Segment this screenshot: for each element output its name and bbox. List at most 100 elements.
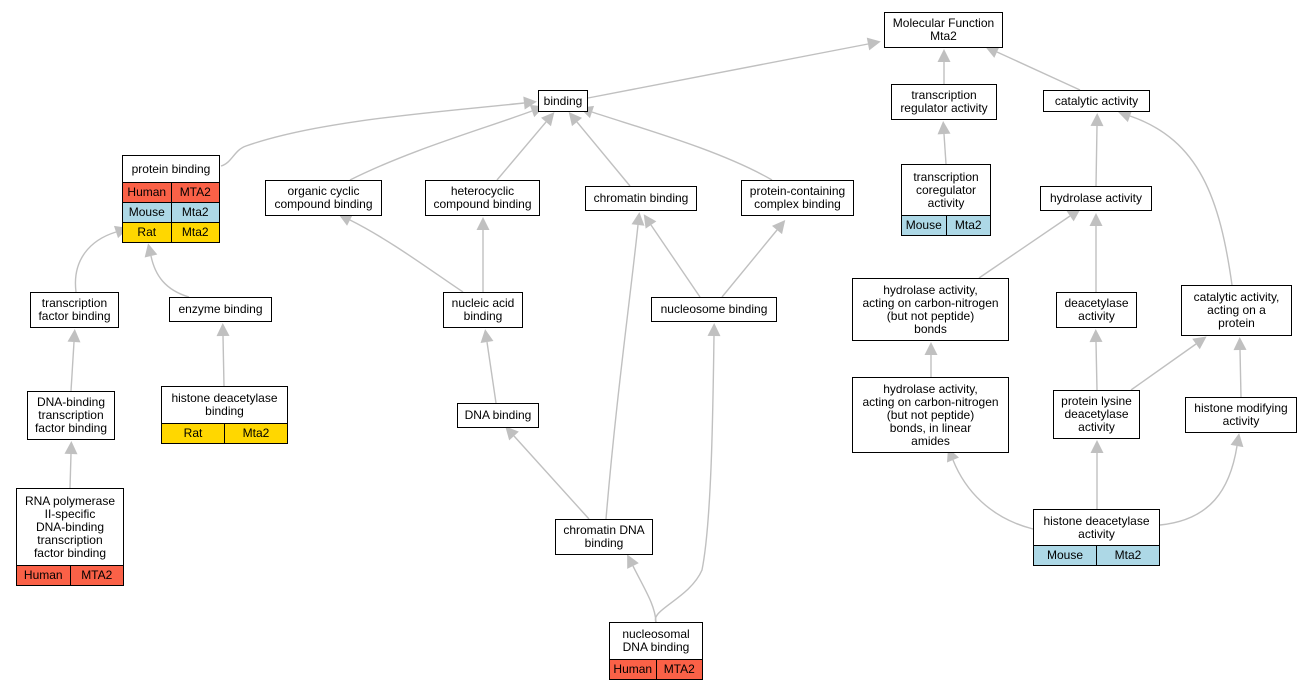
edge-organic-cyclic-compound-binding-to-binding [349, 110, 533, 181]
node-rna-pol-ii-tf-binding[interactable]: RNA polymerase II-specific DNA-binding t… [16, 488, 124, 586]
node-label: catalytic activity, acting on a protein [1193, 290, 1280, 330]
edge-chromatin-binding-to-binding-arrowhead [568, 111, 583, 127]
node-protein-lysine-deacetylase[interactable]: protein lysine deacetylase activity [1053, 390, 1140, 439]
node-label: histone deacetylase activity [1043, 513, 1150, 541]
node-deacetylase-activity[interactable]: deacetylase activity [1056, 292, 1137, 328]
node-protein-containing-complex-binding[interactable]: protein-containing complex binding [741, 180, 854, 216]
species-cell: Mouse [1046, 548, 1084, 562]
edge-binding-to-molecular-function-arrowhead [866, 37, 881, 51]
edge-enzyme-binding-to-protein-binding [150, 255, 190, 298]
node-hydrolase-cn-linear[interactable]: hydrolase activity, acting on carbon-nit… [852, 377, 1009, 453]
node-label: hydrolase activity, acting on carbon-nit… [862, 381, 999, 448]
edge-histone-deacetylase-binding-to-enzyme-binding [222, 335, 225, 387]
edge-dna-binding-to-nucleic-acid-binding-arrowhead [480, 329, 494, 343]
node-label: nucleosome binding [660, 302, 768, 316]
edge-protein-lysine-deacetylase-to-deacetylase-activity [1095, 341, 1098, 391]
node-label: Molecular Function Mta2 [892, 16, 995, 43]
gene-cell: Mta2 [170, 203, 220, 222]
node-label: hydrolase activity [1049, 191, 1143, 205]
gene-cell: Mta2 [170, 223, 220, 242]
gene-cell: MTA2 [655, 660, 703, 679]
node-label: nucleic acid binding [451, 296, 515, 323]
edge-hydrolase-activity-to-catalytic-activity [1095, 125, 1098, 187]
edge-enzyme-binding-to-protein-binding-arrowhead [144, 243, 158, 258]
edge-histone-deacetylase-binding-to-enzyme-binding-arrowhead [216, 323, 230, 337]
node-dna-binding[interactable]: DNA binding [457, 403, 539, 428]
edge-chromatin-dna-binding-to-chromatin-binding [605, 224, 639, 520]
edge-nucleosome-binding-to-protein-containing-complex-binding-arrowhead [771, 219, 786, 235]
node-nucleosome-binding[interactable]: nucleosome binding [651, 297, 777, 322]
edge-nucleosomal-dna-binding-to-chromatin-dna-binding-arrowhead [627, 554, 639, 569]
node-hydrolase-cn[interactable]: hydrolase activity, acting on carbon-nit… [852, 278, 1009, 341]
node-histone-modifying-activity[interactable]: histone modifying activity [1185, 397, 1297, 433]
node-catalytic-on-protein[interactable]: catalytic activity, acting on a protein [1181, 285, 1292, 336]
node-label: transcription regulator activity [900, 88, 988, 115]
node-label: transcription factor binding [38, 296, 111, 323]
edge-heterocyclic-compound-binding-to-binding-arrowhead [541, 112, 555, 127]
edge-protein-lysine-deacetylase-to-catalytic-on-protein [1130, 343, 1197, 391]
node-label: deacetylase activity [1064, 296, 1129, 323]
edge-protein-containing-complex-binding-to-binding [591, 111, 773, 181]
node-label: transcription coregulator activity [913, 169, 979, 210]
edge-hydrolase-cn-linear-to-hydrolase-cn-arrowhead [924, 342, 938, 355]
edge-nucleosome-binding-to-protein-containing-complex-binding [721, 229, 778, 298]
edge-nucleic-acid-binding-to-heterocyclic-compound-binding-arrowhead [476, 217, 490, 230]
edge-chromatin-dna-binding-to-chromatin-binding-arrowhead [631, 212, 645, 226]
edge-protein-binding-to-binding [220, 102, 525, 167]
node-chromatin-dna-binding[interactable]: chromatin DNA binding [555, 519, 653, 555]
edge-binding-to-molecular-function [587, 43, 869, 99]
edge-histone-deacetylase-activity-to-histone-modifying-activity-arrowhead [1230, 433, 1244, 448]
edge-nucleic-acid-binding-to-organic-cyclic-compound-binding-arrowhead [338, 214, 353, 226]
node-transcription-factor-binding[interactable]: transcription factor binding [30, 292, 119, 328]
edge-catalytic-on-protein-to-catalytic-activity-arrowhead [1117, 109, 1133, 123]
node-heterocyclic-compound-binding[interactable]: heterocyclic compound binding [425, 180, 540, 216]
edge-dna-binding-tf-binding-to-transcription-factor-binding [70, 341, 75, 392]
node-chromatin-binding[interactable]: chromatin binding [585, 186, 697, 211]
node-label: DNA-binding transcription factor binding [34, 395, 108, 435]
node-label: heterocyclic compound binding [433, 184, 532, 211]
node-binding[interactable]: binding [538, 90, 588, 112]
node-label: organic cyclic compound binding [274, 184, 373, 211]
edge-rna-pol-ii-tf-binding-to-dna-binding-tf-binding-arrowhead [64, 441, 78, 455]
node-catalytic-activity[interactable]: catalytic activity [1043, 90, 1150, 112]
edge-transcription-coregulator-activity-to-transcription-regulator-activity [943, 133, 947, 165]
edge-chromatin-dna-binding-to-dna-binding [513, 435, 590, 520]
node-hydrolase-activity[interactable]: hydrolase activity [1040, 186, 1152, 211]
edge-histone-deacetylase-activity-to-hydrolase-cn-linear [952, 459, 1034, 530]
node-enzyme-binding[interactable]: enzyme binding [169, 297, 272, 322]
node-label: nucleosomal DNA binding [622, 627, 690, 654]
edge-heterocyclic-compound-binding-to-binding [496, 121, 547, 181]
edge-catalytic-activity-to-molecular-function-arrowhead [985, 46, 1000, 58]
node-organic-cyclic-compound-binding[interactable]: organic cyclic compound binding [265, 180, 382, 216]
edge-protein-lysine-deacetylase-to-catalytic-on-protein-arrowhead [1192, 336, 1207, 350]
node-transcription-regulator-activity[interactable]: transcription regulator activity [891, 84, 997, 120]
node-dna-binding-tf-binding[interactable]: DNA-binding transcription factor binding [27, 391, 115, 440]
node-label: DNA binding [464, 408, 532, 422]
edge-nucleosome-binding-to-chromatin-binding-arrowhead [643, 214, 657, 229]
species-cell: Human [127, 185, 167, 199]
node-molecular-function[interactable]: Molecular Function Mta2 [884, 12, 1003, 48]
node-nucleic-acid-binding[interactable]: nucleic acid binding [443, 292, 523, 328]
edge-deacetylase-activity-to-hydrolase-activity-arrowhead [1089, 213, 1103, 226]
species-cell: Mouse [905, 218, 942, 232]
node-label: catalytic activity [1054, 93, 1139, 108]
gene-cell: Mta2 [1096, 546, 1159, 565]
species-cell: Human [613, 662, 653, 676]
species-cell: Rat [183, 426, 203, 440]
edge-dna-binding-to-nucleic-acid-binding [486, 341, 497, 404]
node-label: histone deacetylase binding [171, 391, 278, 418]
edge-catalytic-on-protein-to-catalytic-activity [1129, 115, 1233, 286]
edge-catalytic-activity-to-molecular-function [996, 51, 1081, 91]
